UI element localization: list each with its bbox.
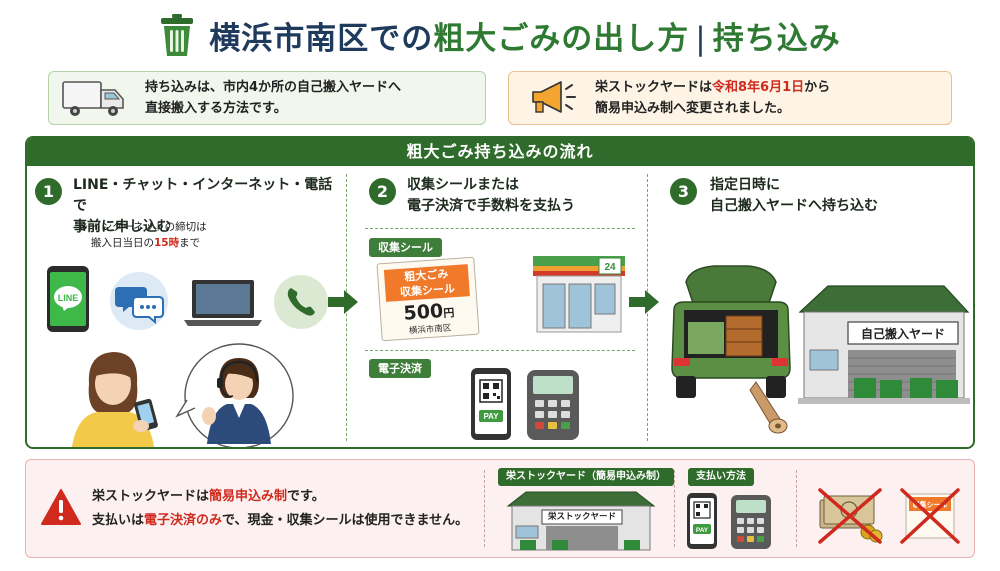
store-number: 24 [604,262,616,273]
qr-code-icon: PAY [687,493,717,549]
line-icon-label: LINE [58,293,79,303]
warning-line1-suffix: です。 [287,489,325,504]
info-left-line1: 持ち込みは、市内4か所の自己搬入ヤードへ [145,80,402,95]
arrow-right-icon [328,290,358,314]
step-3-number: 3 [670,178,697,205]
step-2: 2 収集シールまたは 電子決済で手数料を支払う 収集シール 粗大ごみ 収集シール… [347,166,647,447]
title-part3: 持ち込み [712,20,841,57]
info-box-sakae-change: 栄ストックヤードは令和8年6月1日から 簡易申込み制へ変更されました。 [508,71,952,125]
step-2-line2: 電子決済で手数料を支払う [407,198,575,214]
warning-line2-highlight: 電子決済のみ [144,513,223,528]
pay-label: PAY [483,412,499,421]
phone-icon [274,275,328,329]
sakae-stockyard-illustration [506,491,656,551]
warning-line1-highlight: 簡易申込み制 [209,489,288,504]
warning-line2-prefix: 支払いは [92,513,145,528]
card-terminal-icon [731,495,771,549]
flow-header: 粗大ごみ持ち込みの流れ [27,138,973,166]
card-terminal-icon [527,370,579,440]
page-title: 横浜市南区での粗大ごみの出し方|持ち込み [209,13,840,58]
info-right-suffix: から [804,80,831,95]
crossed-sticker-label: 収集シール [913,500,948,509]
step-1-line2: 事前に申し込む [73,219,171,235]
step-1-note-line1: ※ インターネットの締切は [79,221,207,233]
operator-illustration [175,343,294,447]
line-app-icon: LINE [47,266,89,332]
convenience-store-illustration: 24 [533,256,625,333]
warning-pay-label: PAY [696,527,709,534]
step-2-number: 2 [369,178,396,205]
warning-divider [796,470,797,547]
epay-tag: 電子決済 [369,359,431,378]
sakae-yard-sign: 栄ストックヤード [547,512,616,522]
info-box-bring-in: 持ち込みは、市内4か所の自己搬入ヤードへ 直接搬入する方法です。 [48,71,486,125]
step-1-number: 1 [35,178,62,205]
step-3-line2: 自己搬入ヤードへ持ち込む [710,198,878,214]
payment-method-tag: 支払い方法 [688,468,754,486]
step-1-note-prefix: 搬入日当日の [91,237,154,249]
step-1-note-deadline: 15時 [154,237,180,249]
info-right-prefix: 栄ストックヤードは [595,80,713,95]
laptop-icon [184,280,262,326]
megaphone-icon [532,81,576,113]
warning-line2-suffix: で、現金・収集シールは使用できません。 [222,513,469,528]
info-right-line2: 簡易申込み制へ変更されました。 [595,101,791,116]
sticker-price: 500 [402,299,444,325]
yard-sign: 自己搬入ヤード [860,327,945,341]
title-part2: 粗大ごみの出し方 [433,20,690,57]
qr-code-icon: PAY [471,368,511,440]
arrow-right-icon [629,290,659,314]
flow-panel: 粗大ごみ持ち込みの流れ 1 LINE・チャット・インターネット・電話で 事前に申… [25,136,975,449]
warning-icon [41,489,81,525]
step-2-divider [365,228,635,229]
step-1: 1 LINE・チャット・インターネット・電話で 事前に申し込む ※ インターネッ… [27,166,346,447]
step-1-note-suffix: まで [179,237,201,249]
step-3: 3 指定日時に 自己搬入ヤードへ持ち込む [648,166,973,447]
collection-sticker: 粗大ごみ 収集シール 500円 横浜市南区 [376,256,480,342]
title-separator: | [695,20,707,57]
sticker-not-accepted-icon: 収集シール [900,488,960,544]
warning-divider [484,470,485,547]
sticker-yen: 円 [442,306,455,320]
title-part1: 横浜市南区での [209,20,434,57]
info-right-date: 令和8年6月1日 [712,80,805,95]
step-1-line1: LINE・チャット・インターネット・電話で [73,177,333,214]
self-delivery-yard-illustration [798,285,970,404]
step-3-line1: 指定日時に [710,177,780,193]
step-2-line1: 収集シールまたは [407,177,519,193]
rolled-carpet-illustration [749,381,788,434]
trash-can-icon [161,14,194,56]
sticker-tag: 収集シール [369,238,442,257]
page-title-row: 横浜市南区での粗大ごみの出し方|持ち込み [0,8,1000,62]
warning-line1-prefix: 栄ストックヤードは [92,489,210,504]
step-2-divider [365,350,635,351]
info-left-line2: 直接搬入する方法です。 [145,101,287,116]
warning-panel: 栄ストックヤードは簡易申込み制です。 支払いは電子決済のみで、現金・収集シールは… [25,459,975,558]
truck-icon [62,81,124,116]
warning-divider [674,470,675,547]
chat-bubble-icon [110,272,168,330]
cash-not-accepted-icon [818,488,883,544]
sakae-yard-tag: 栄ストックヤード（簡易申込み制） [498,468,674,486]
woman-with-phone-illustration [71,352,158,447]
car-with-furniture-illustration [671,265,791,398]
